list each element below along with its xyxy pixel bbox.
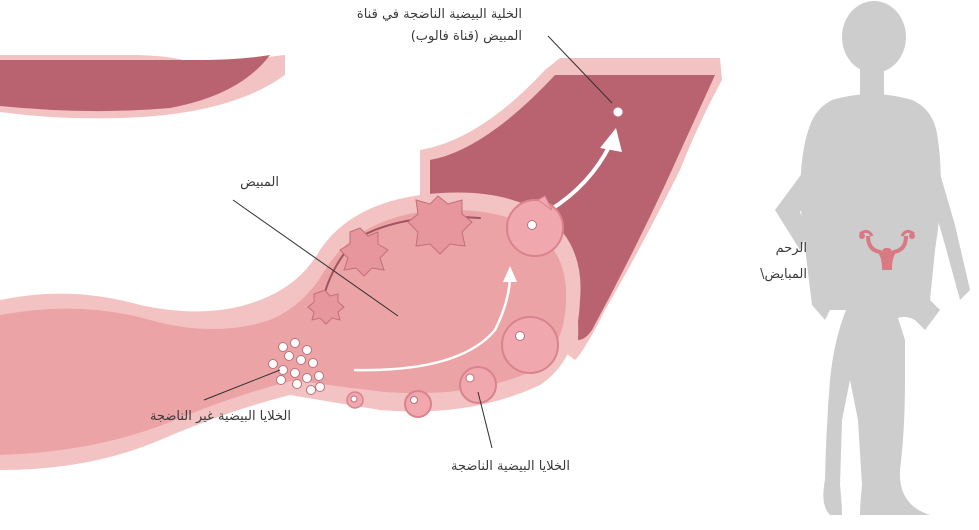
label-mature-egg-in-tube-line2: المبيض (قناة فالوب) xyxy=(357,26,522,48)
label-ovary: المبيض xyxy=(240,172,279,194)
label-mature-egg-in-tube: الخلية البيضية الناضجة في قناة المبيض (ق… xyxy=(357,4,522,48)
label-mature-eggs: الخلايا البيضية الناضجة xyxy=(451,456,570,478)
label-ovaries: المبايض\ xyxy=(760,264,807,286)
label-immature-eggs: الخلايا البيضية غير الناضجة xyxy=(150,406,291,428)
label-uterus: الرحم xyxy=(776,238,807,260)
upper-tube-segment xyxy=(0,55,285,118)
label-mature-egg-in-tube-line1: الخلية البيضية الناضجة في قناة xyxy=(357,4,522,26)
